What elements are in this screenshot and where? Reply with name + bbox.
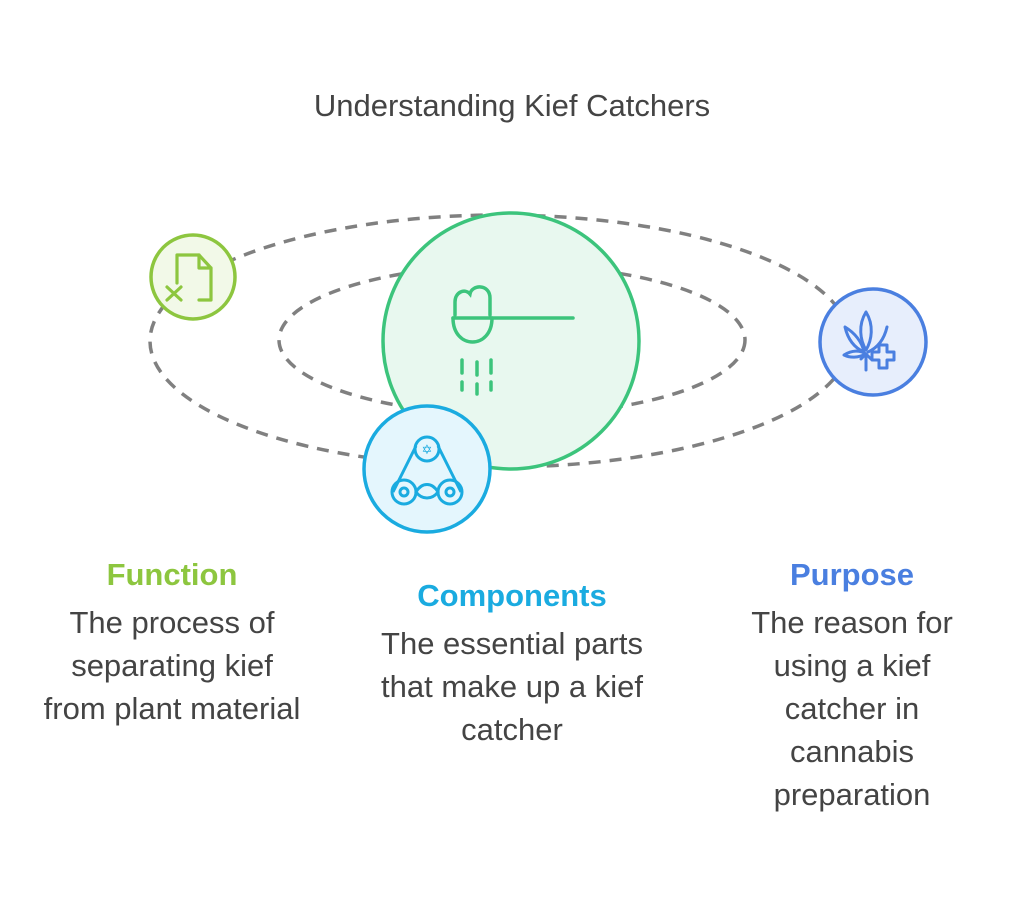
cannabis-plus-icon (842, 310, 896, 372)
components-node: ✡ (362, 404, 492, 534)
function-heading: Function (106, 557, 238, 592)
diagram-title: Understanding Kief Catchers (313, 88, 711, 123)
purpose-description: The reason for using a kief catcher in c… (751, 605, 953, 812)
center-node (381, 211, 641, 471)
belt-drive-icon: ✡ (390, 435, 464, 506)
purpose-section: Purpose The reason for using a kief catc… (722, 557, 982, 816)
function-description: The process of separating kief from plan… (43, 605, 301, 726)
components-description: The essential parts that make up a kief … (381, 626, 643, 747)
purpose-heading: Purpose (789, 557, 915, 592)
components-section: Components The essential parts that make… (367, 578, 657, 751)
function-node (149, 233, 237, 321)
file-x-icon (165, 253, 213, 302)
purpose-node (818, 287, 928, 397)
kief-scoop-icon (451, 285, 575, 396)
function-section: Function The process of separating kief … (32, 557, 312, 730)
svg-text:✡: ✡ (422, 443, 433, 458)
components-heading: Components (417, 578, 607, 613)
